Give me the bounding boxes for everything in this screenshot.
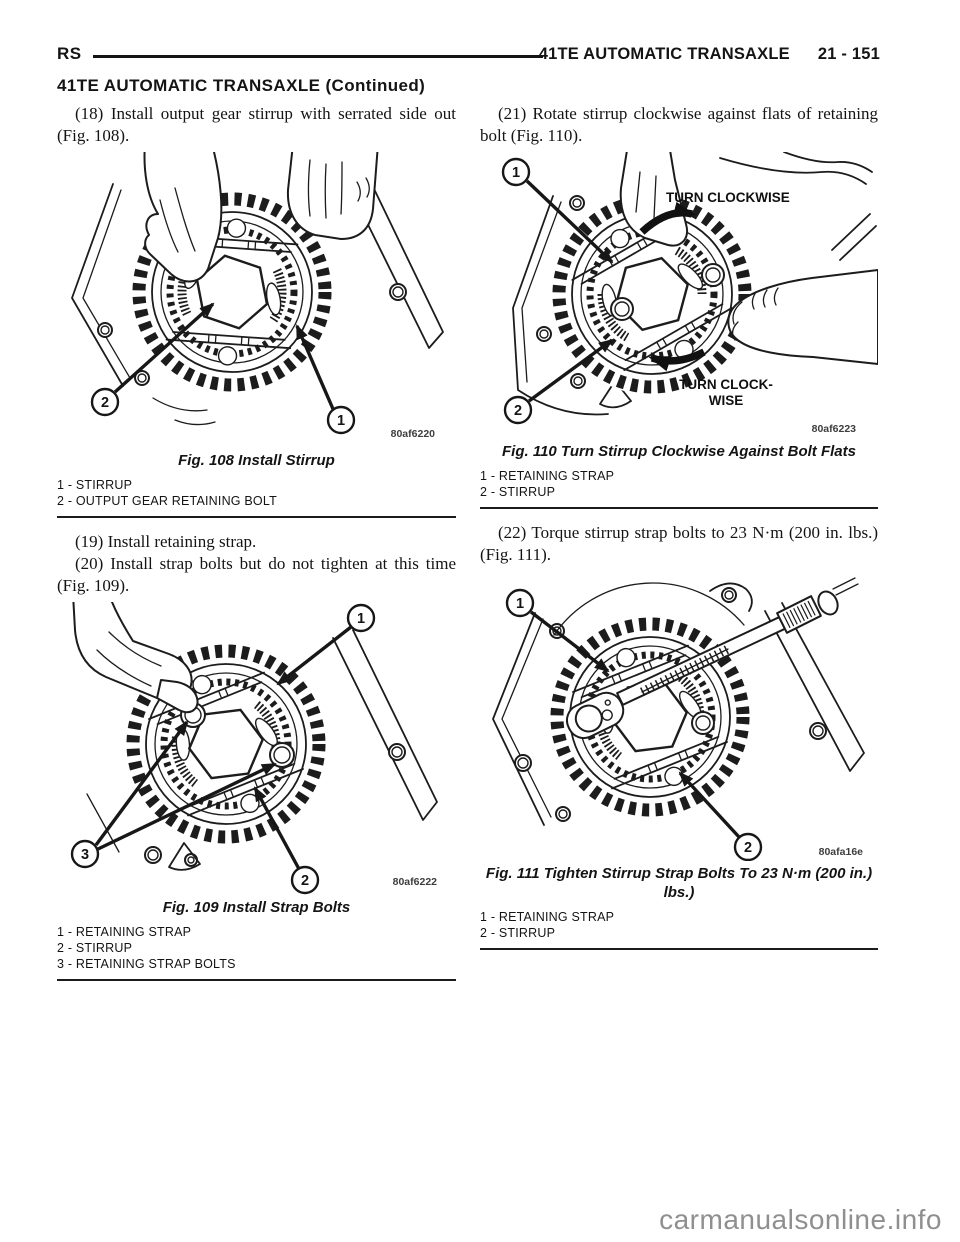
turn-clockwise-label-bottom-1: TURN CLOCK- bbox=[679, 377, 773, 392]
step-21-paragraph: (21) Rotate stirrup clockwise against fl… bbox=[480, 104, 878, 145]
fig108-case-drawing bbox=[71, 165, 444, 426]
legend-item: 2 - STIRRUP bbox=[480, 926, 556, 940]
legend-item: 3 - RETAINING STRAP BOLTS bbox=[57, 957, 236, 971]
continued-heading: 41TE AUTOMATIC TRANSAXLE (Continued) bbox=[57, 76, 426, 95]
fig111-callout-2: 2 bbox=[733, 832, 763, 861]
header-right: 41TE AUTOMATIC TRANSAXLE 21 - 151 bbox=[539, 45, 880, 64]
turn-clockwise-arrow-top bbox=[639, 201, 696, 235]
fig109-caption: Fig. 109 Install Strap Bolts bbox=[162, 899, 351, 916]
svg-text:2: 2 bbox=[514, 403, 522, 419]
fig110-caption: Fig. 110 Turn Stirrup Clockwise Against … bbox=[502, 443, 856, 460]
legend-item: 1 - RETAINING STRAP bbox=[480, 910, 615, 924]
fig110-legend: 1 - RETAINING STRAP 2 - STIRRUP bbox=[480, 468, 878, 509]
svg-text:2: 2 bbox=[101, 395, 109, 411]
fig110-callout-1: 1 bbox=[501, 157, 531, 187]
figure-111-illustration: 1 2 80afa16e bbox=[492, 577, 865, 861]
fig111-case-drawing bbox=[492, 582, 865, 826]
svg-text:1: 1 bbox=[337, 413, 345, 429]
fig109-image-code: 80af6222 bbox=[393, 876, 438, 888]
fig109-callout-3: 3 bbox=[70, 839, 100, 869]
fig111-image-code: 80afa16e bbox=[819, 846, 864, 858]
header-rule bbox=[93, 55, 543, 58]
svg-text:1: 1 bbox=[516, 596, 524, 612]
svg-text:2: 2 bbox=[744, 840, 752, 856]
legend-item: 1 - RETAINING STRAP bbox=[57, 925, 192, 939]
figure-110-illustration: TURN CLOCKWISE TURN CLOCK- WISE 1 2 80af… bbox=[501, 152, 878, 435]
turn-clockwise-label-bottom-2: WISE bbox=[709, 393, 744, 408]
fig108-hands-drawing bbox=[143, 152, 379, 283]
fig110-gear-drawing bbox=[551, 193, 753, 395]
legend-item: 2 - STIRRUP bbox=[57, 941, 133, 955]
fig108-callout-2: 2 bbox=[90, 387, 120, 417]
fig111-callout-1: 1 bbox=[505, 588, 535, 618]
svg-text:3: 3 bbox=[81, 847, 89, 863]
f111-torque-wrench-drawing bbox=[565, 577, 859, 740]
fig110-image-code: 80af6223 bbox=[812, 423, 857, 435]
step-22-paragraph: (22) Torque stirrup strap bolts to 23 N·… bbox=[480, 523, 878, 564]
fig110-callout-2: 2 bbox=[503, 395, 533, 425]
fig109-callout-1: 1 bbox=[346, 603, 376, 633]
step-19-paragraph: (19) Install retaining strap. bbox=[75, 532, 257, 551]
step-20-paragraph: (20) Install strap bolts but do not tigh… bbox=[57, 554, 456, 595]
fig111-caption: Fig. 111 Tighten Stirrup Strap Bolts To … bbox=[485, 865, 873, 901]
fig110-hands-drawing bbox=[619, 152, 878, 365]
header-section-title: 41TE AUTOMATIC TRANSAXLE bbox=[538, 45, 790, 63]
fig111-gear-drawing bbox=[549, 616, 751, 818]
svg-text:1: 1 bbox=[357, 611, 365, 627]
fig111-legend: 1 - RETAINING STRAP 2 - STIRRUP bbox=[480, 909, 878, 950]
fig110-case-drawing bbox=[512, 195, 632, 416]
fig109-case-drawing bbox=[86, 629, 438, 871]
fig108-image-code: 80af6220 bbox=[391, 428, 436, 440]
figure-108-illustration: 2 1 80af6220 bbox=[71, 152, 444, 440]
step-18-paragraph: (18) Install output gear stirrup with se… bbox=[57, 104, 456, 145]
right-column: (21) Rotate stirrup clockwise against fl… bbox=[480, 103, 878, 950]
fig109-callout-2: 2 bbox=[290, 865, 320, 895]
fig108-caption: Fig. 108 Install Stirrup bbox=[178, 452, 335, 469]
fig108-legend: 1 - STIRRUP 2 - OUTPUT GEAR RETAINING BO… bbox=[57, 477, 456, 518]
watermark-text: carmanualsonline.info bbox=[659, 1204, 942, 1235]
fig109-hand-drawing bbox=[72, 602, 199, 714]
fig109-legend: 1 - RETAINING STRAP 2 - STIRRUP 3 - RETA… bbox=[57, 924, 456, 981]
svg-text:1: 1 bbox=[512, 165, 520, 181]
legend-item: 2 - OUTPUT GEAR RETAINING BOLT bbox=[57, 494, 277, 508]
header-model-code: RS bbox=[57, 44, 82, 63]
svg-text:2: 2 bbox=[301, 873, 309, 889]
fig108-callout-1: 1 bbox=[326, 405, 356, 435]
turn-clockwise-label-top: TURN CLOCKWISE bbox=[666, 190, 790, 205]
header-page-number: 21 - 151 bbox=[817, 45, 880, 63]
left-column: (18) Install output gear stirrup with se… bbox=[57, 103, 456, 981]
legend-item: 1 - RETAINING STRAP bbox=[480, 469, 615, 483]
turn-clockwise-arrow-bottom bbox=[648, 348, 706, 372]
legend-item: 1 - STIRRUP bbox=[57, 478, 133, 492]
legend-item: 2 - STIRRUP bbox=[480, 485, 556, 499]
figure-109-illustration: 1 3 2 80af6222 bbox=[70, 602, 438, 895]
